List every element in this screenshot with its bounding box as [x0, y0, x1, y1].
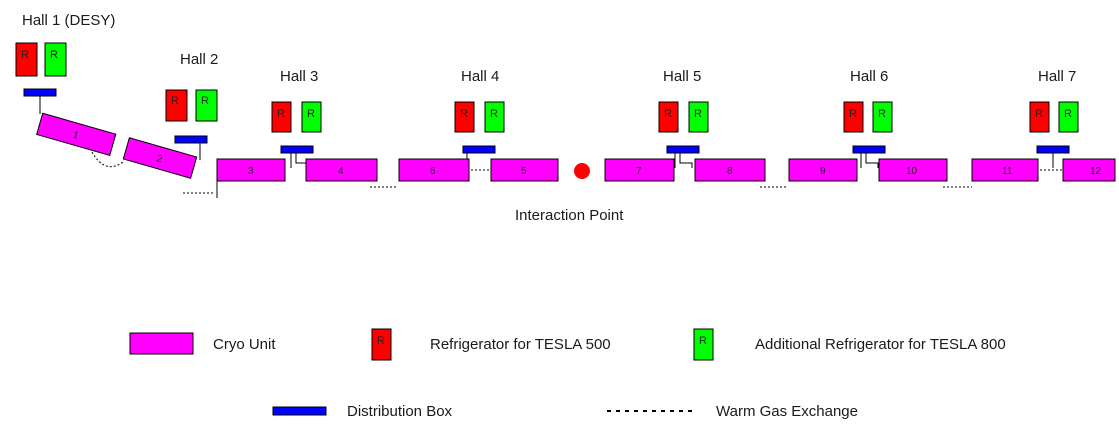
legend-refrigerator-label: Refrigerator for TESLA 500 [430, 336, 611, 353]
refrigerator-letter: R [21, 49, 29, 61]
refrigerator-letter: R [878, 108, 886, 120]
cryo-unit-6 [398, 158, 470, 182]
legend-warm-gas-label: Warm Gas Exchange [716, 403, 858, 420]
refrigerator-800 [301, 101, 322, 133]
refrigerator-500 [454, 101, 475, 133]
hall-1-distribution-box [23, 88, 57, 97]
cryo-unit-3 [216, 158, 286, 182]
refrigerator-letter: R [664, 108, 672, 120]
refrigerator-letter: R [460, 108, 468, 120]
hall-5-refrigerators: R R [658, 101, 709, 133]
hall-3-label: Hall 3 [280, 68, 318, 85]
interaction-point [574, 163, 590, 179]
connector [860, 153, 879, 168]
hall-3-refrigerators: R R [271, 101, 322, 133]
refrigerator-letter: R [1064, 108, 1072, 120]
hall-4-label: Hall 4 [461, 68, 499, 85]
cryo-unit-8 [694, 158, 766, 182]
legend-distribution-box-swatch [272, 406, 327, 416]
refrigerator-800 [44, 42, 67, 77]
cryo-unit-12 [1062, 158, 1116, 182]
cryo-unit-2: 2 [122, 137, 198, 179]
refrigerator-letter: R [171, 95, 179, 107]
hall-4-distribution-box [462, 145, 496, 154]
svg-text:1: 1 [71, 130, 80, 142]
cryo-unit-1: 1 [36, 112, 117, 156]
cryo-unit-10 [878, 158, 948, 182]
hall-2-refrigerators: R R [165, 89, 218, 122]
connector [290, 153, 309, 168]
refrigerator-800 [872, 101, 893, 133]
cryo-unit-7 [604, 158, 675, 182]
legend: Cryo Unit R Refrigerator for TESLA 500 R… [129, 328, 1006, 420]
legend-refrigerator-swatch [371, 328, 392, 361]
refrigerator-500 [271, 101, 292, 133]
refrigerator-letter: R [307, 108, 315, 120]
hall-7-distribution-box [1036, 145, 1070, 154]
refrigerator-800 [688, 101, 709, 133]
svg-text:9: 9 [820, 166, 826, 177]
refrigerator-letter: R [277, 108, 285, 120]
refrigerator-letter: R [201, 95, 209, 107]
cryo-unit-11 [971, 158, 1039, 182]
refrigerator-500 [15, 42, 38, 77]
warm-gas-exchange [91, 151, 124, 168]
cryo-unit-9 [788, 158, 858, 182]
hall-1-label: Hall 1 (DESY) [22, 12, 115, 29]
hall-6-distribution-box [852, 145, 886, 154]
legend-cryo-unit-label: Cryo Unit [213, 336, 276, 353]
svg-text:4: 4 [338, 166, 344, 177]
hall-7-label: Hall 7 [1038, 68, 1076, 85]
legend-additional-refrigerator-swatch [693, 328, 714, 361]
cryo-unit-5 [490, 158, 559, 182]
interaction-point-label: Interaction Point [515, 207, 624, 224]
hall-6-refrigerators: R R [843, 101, 893, 133]
hall-2-distribution-box [174, 135, 208, 144]
refrigerator-500 [1029, 101, 1050, 133]
svg-text:11: 11 [1002, 166, 1013, 177]
refrigerator-800 [1058, 101, 1079, 133]
cryo-unit-4 [305, 158, 378, 182]
hall-7-refrigerators: R R [1029, 101, 1079, 133]
svg-text:10: 10 [906, 166, 918, 177]
legend-additional-refrigerator-label: Additional Refrigerator for TESLA 800 [755, 336, 1006, 353]
refrigerator-500 [843, 101, 864, 133]
hall-2-label: Hall 2 [180, 51, 218, 68]
svg-text:3: 3 [248, 166, 254, 177]
svg-text:12: 12 [1090, 166, 1102, 177]
refrigerator-500 [165, 89, 188, 122]
hall-3-distribution-box [280, 145, 314, 154]
hall-6-label: Hall 6 [850, 68, 888, 85]
hall-5-distribution-box [666, 145, 700, 154]
refrigerator-letter: R [490, 108, 498, 120]
refrigerator-letter: R [50, 49, 58, 61]
refrigerator-500 [658, 101, 679, 133]
hall-5-label: Hall 5 [663, 68, 701, 85]
svg-text:8: 8 [727, 166, 733, 177]
connector [674, 153, 693, 168]
legend-distribution-box-label: Distribution Box [347, 403, 453, 420]
legend-cryo-unit-swatch [129, 332, 194, 355]
refrigerator-letter: R [1035, 108, 1043, 120]
refrigerator-letter: R [699, 335, 707, 347]
refrigerator-letter: R [849, 108, 857, 120]
svg-text:2: 2 [155, 153, 164, 165]
hall-4-refrigerators: R R [454, 101, 505, 133]
refrigerator-letter: R [694, 108, 702, 120]
svg-text:6: 6 [430, 166, 436, 177]
refrigerator-letter: R [377, 335, 385, 347]
refrigerator-800 [195, 89, 218, 122]
svg-text:7: 7 [636, 166, 642, 177]
hall-1-refrigerators: R R [15, 42, 67, 77]
svg-text:5: 5 [521, 166, 527, 177]
refrigerator-800 [484, 101, 505, 133]
